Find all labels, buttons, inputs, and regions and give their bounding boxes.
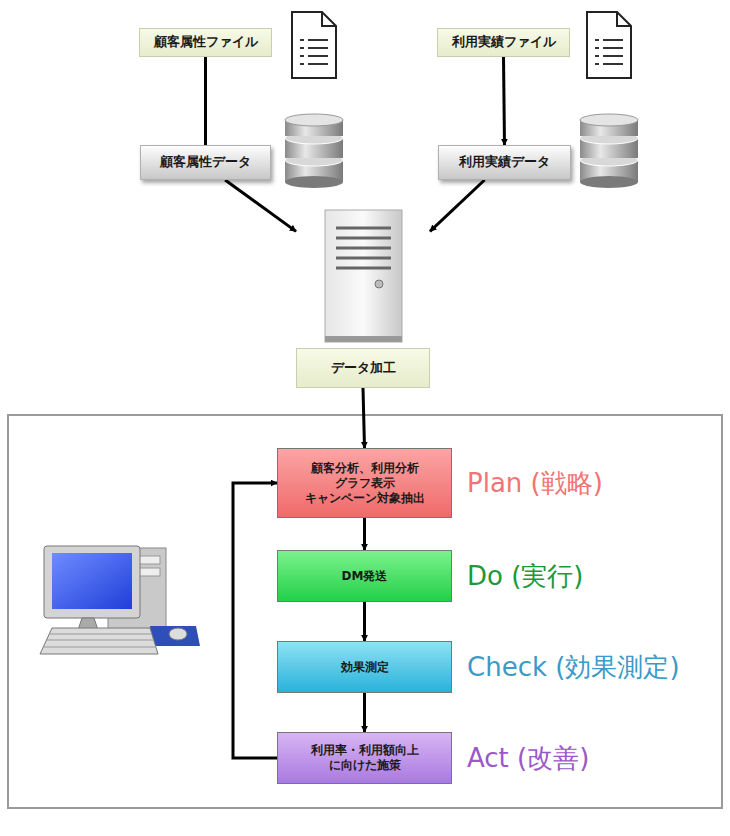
connector-arrow: [363, 693, 366, 732]
plan-box: 顧客分析、利用分析 グラフ表示 キャンペーン対象抽出Plan (戦略): [277, 448, 452, 518]
node-label: 利用実績データ: [459, 154, 550, 170]
document-icon: [587, 12, 631, 78]
do-box: DM発送Do (実行): [277, 550, 452, 602]
connector-arrow: [204, 57, 207, 145]
phase-heading: Do (実行): [467, 560, 583, 593]
act-box: 利用率・利用額向上 に向けた施策Act (改善): [277, 732, 452, 784]
check-box: 効果測定Check (効果測定): [277, 641, 452, 693]
phase-heading: Act (改善): [467, 742, 589, 775]
file-box: 顧客属性ファイル: [139, 28, 272, 57]
server-icon: [325, 210, 402, 342]
region-frame: [8, 415, 722, 808]
connector-arrow: [363, 602, 366, 641]
data-box: 利用実績データ: [438, 145, 571, 180]
database-icon: [285, 114, 343, 188]
computer-illustration: [40, 546, 200, 654]
node-label: 利用率・利用額向上 に向けた施策: [284, 743, 445, 773]
process-box: データ加工: [296, 210, 430, 388]
file-box: 利用実績ファイル: [437, 28, 570, 57]
node-label: DM発送: [342, 569, 388, 584]
connector-arrow: [233, 483, 277, 758]
node-label: 顧客属性ファイル: [154, 34, 258, 50]
phase-heading: Check (効果測定): [467, 651, 680, 684]
node-label: データ加工: [296, 348, 430, 388]
document-icon: [292, 12, 336, 78]
node-label: 効果測定: [341, 660, 389, 675]
phase-heading: Plan (戦略): [467, 467, 603, 500]
connector-arrow: [363, 518, 366, 550]
node-label: 利用実績ファイル: [452, 34, 556, 50]
connector-arrow: [225, 180, 296, 231]
node-label: 顧客分析、利用分析 グラフ表示 キャンペーン対象抽出: [284, 461, 445, 506]
node-label: 顧客属性データ: [160, 154, 251, 170]
database-icon: [580, 114, 638, 188]
connector-arrow: [504, 57, 505, 145]
connector-arrow: [430, 180, 485, 231]
connector-arrow: [363, 388, 365, 448]
data-box: 顧客属性データ: [140, 145, 271, 180]
